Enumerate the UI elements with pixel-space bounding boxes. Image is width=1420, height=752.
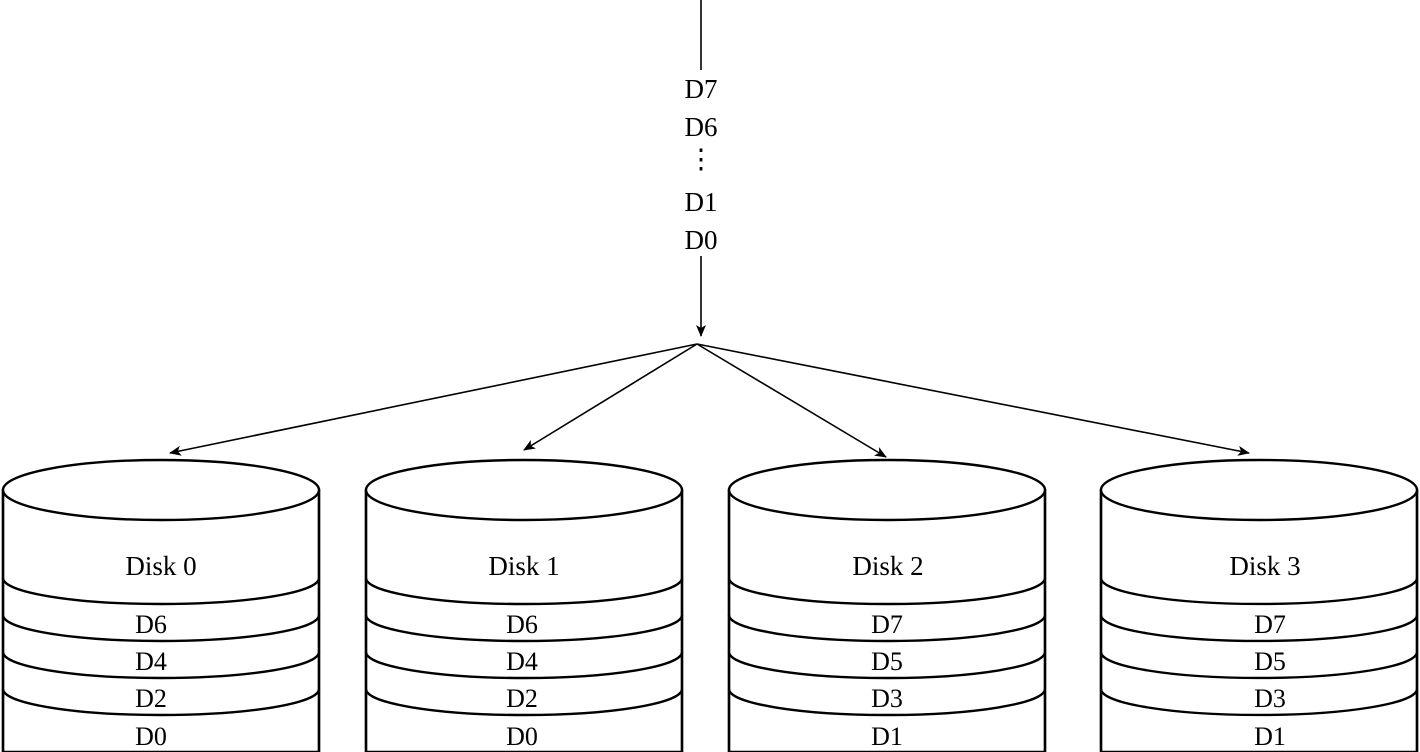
platter-divider [364,614,684,643]
platter-divider [1,614,321,643]
disk-block: D1 [1254,722,1286,751]
platter-divider [727,614,1047,643]
platter-divider [364,688,684,717]
disk-top [1,458,321,522]
disk-block: D4 [506,647,538,676]
arrow-to-disk-2 [696,343,887,458]
disk-title: Disk 0 [125,551,196,581]
disk-block: D6 [135,610,167,639]
platter-divider [1099,577,1419,606]
disk-title: Disk 3 [1229,551,1300,581]
platter-divider [1099,651,1419,680]
disk-block: D2 [135,684,167,713]
disk-title: Disk 2 [852,551,923,581]
arrow-to-disk-3 [696,343,1250,456]
platter-divider [727,577,1047,606]
platter-divider [1,688,321,717]
disk-block: D0 [506,722,538,751]
platter-divider [364,651,684,680]
platter-divider [1,651,321,680]
disk-2: Disk 2 D7 D5 D3 D1 [727,458,1047,752]
platter-divider [727,688,1047,717]
stream-label: D7 [685,74,718,104]
disk-block: D1 [871,722,903,751]
disk-block: D6 [506,610,538,639]
disk-block: D7 [1254,610,1286,639]
disk-top [364,458,684,522]
arrow-to-disk-1 [523,343,698,451]
stream-label: D6 [685,112,718,142]
platter-divider [1,577,321,606]
disk-block: D3 [871,684,903,713]
disk-block: D5 [1254,647,1286,676]
disk-block: D7 [871,610,903,639]
platter-divider [1099,614,1419,643]
platter-divider [727,651,1047,680]
disk-block: D0 [135,722,167,751]
stream-label: D1 [685,187,718,217]
data-stream: D7 D6 ⋮ D1 D0 [685,0,718,337]
disk-title: Disk 1 [488,551,559,581]
platter-divider [1099,688,1419,717]
stream-ellipsis: ⋮ [688,144,715,174]
disk-top [1099,458,1419,522]
disk-top [727,458,1047,522]
disk-1: Disk 1 D6 D4 D2 D0 [364,458,684,752]
disk-block: D5 [871,647,903,676]
disk-3: Disk 3 D7 D5 D3 D1 [1099,458,1419,752]
distribution-arrows [169,343,1250,458]
arrow-to-disk-0 [169,343,698,456]
disk-block: D3 [1254,684,1286,713]
disk-block: D2 [506,684,538,713]
platter-divider [364,577,684,606]
disk-0: Disk 0 D6 D4 D2 D0 [1,458,321,752]
stream-label: D0 [685,225,718,255]
disk-block: D4 [135,647,167,676]
